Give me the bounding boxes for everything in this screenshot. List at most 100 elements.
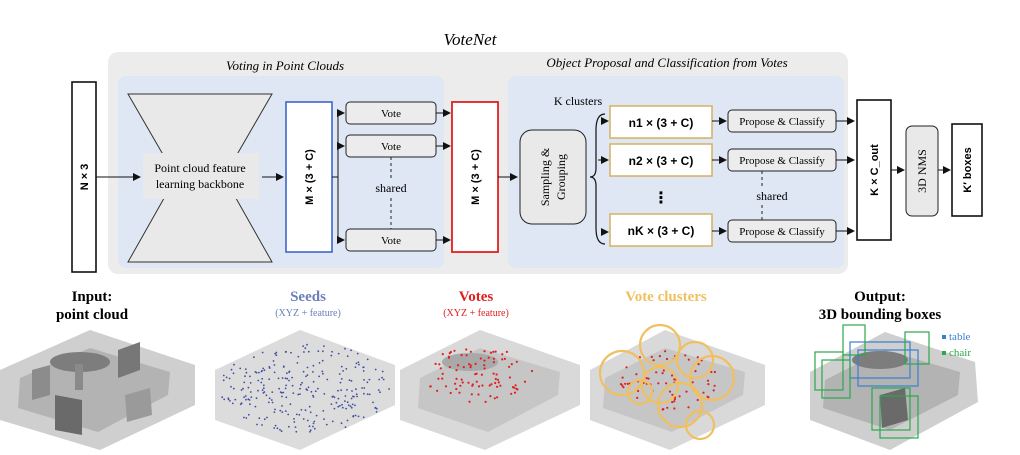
point-dot — [250, 396, 253, 398]
point-dot — [297, 393, 300, 396]
point-dot — [496, 396, 499, 399]
point-dot — [268, 366, 271, 368]
point-dot — [271, 401, 274, 404]
point-dot — [262, 387, 265, 390]
point-dot — [323, 393, 326, 395]
point-dot — [321, 359, 324, 362]
point-dot — [312, 422, 315, 425]
point-dot — [313, 427, 316, 430]
point-dot — [710, 370, 713, 374]
point-dot — [330, 403, 333, 405]
point-dot — [317, 350, 320, 353]
point-dot — [331, 420, 334, 423]
point-dot — [702, 391, 705, 394]
vote-shared-label: shared — [375, 181, 406, 195]
k-clusters-label: K clusters — [554, 94, 603, 108]
point-dot — [262, 384, 265, 387]
stage-subtitle-seeds: (XYZ + feature) — [275, 308, 341, 319]
point-dot — [516, 388, 519, 391]
point-dot — [337, 397, 340, 400]
point-dot — [490, 383, 493, 386]
point-dot — [270, 399, 273, 401]
point-dot — [363, 379, 365, 381]
point-dot — [247, 386, 250, 389]
propose-label-1: Propose & Classify — [739, 116, 825, 128]
point-dot — [375, 411, 378, 413]
cluster-circle — [656, 381, 704, 429]
point-dot — [696, 398, 699, 402]
stage-title2-output: 3D bounding boxes — [819, 307, 942, 323]
point-dot — [249, 391, 252, 393]
legend-chair-label: chair — [949, 347, 971, 359]
point-dot — [284, 387, 287, 390]
cluster-block-2 — [609, 143, 713, 177]
cluster-ellipsis: ⋮ — [653, 190, 669, 207]
point-dot — [438, 363, 441, 366]
point-dot — [477, 393, 480, 396]
point-dot — [619, 383, 623, 386]
bbox-table — [857, 349, 919, 387]
point-dot — [310, 390, 313, 393]
point-dot — [354, 414, 357, 417]
point-dot — [499, 384, 502, 387]
point-dot — [707, 383, 710, 386]
point-dot — [650, 355, 653, 358]
point-dot — [339, 404, 341, 407]
point-dot — [505, 350, 508, 353]
point-dot — [671, 393, 674, 396]
point-dot — [322, 372, 324, 375]
point-dot — [460, 354, 463, 357]
cluster-dims-1: n1 × (3 + C) — [629, 116, 694, 130]
point-dot — [225, 376, 228, 379]
point-dot — [281, 405, 283, 407]
input-label: N × 3 — [79, 164, 91, 191]
vote-label-1: Vote — [381, 108, 401, 120]
vote-label-2: Vote — [381, 141, 401, 153]
point-dot — [495, 373, 498, 376]
point-dot — [296, 362, 299, 364]
point-dot — [510, 363, 513, 366]
point-dot — [441, 377, 444, 380]
point-dot — [279, 409, 282, 412]
point-dot — [273, 427, 276, 429]
point-dot — [244, 368, 247, 370]
point-dot — [325, 423, 328, 426]
point-dot — [308, 425, 311, 428]
point-dot — [231, 402, 234, 405]
point-dot — [666, 406, 669, 409]
point-dot — [242, 387, 244, 390]
point-dot — [309, 429, 312, 432]
point-dot — [284, 351, 287, 353]
point-dot — [248, 399, 251, 401]
point-dot — [344, 395, 347, 397]
point-dot — [622, 386, 625, 389]
point-dot — [302, 345, 305, 347]
point-dot — [462, 366, 465, 369]
point-dot — [441, 372, 444, 375]
point-dot — [282, 391, 285, 394]
point-dot — [474, 362, 477, 365]
point-dot — [621, 384, 624, 387]
point-dot — [234, 398, 237, 401]
nms-label: 3D NMS — [915, 149, 929, 193]
point-dot — [292, 392, 295, 394]
point-dot — [685, 390, 688, 393]
scene-seeds — [215, 330, 395, 450]
point-dot — [273, 371, 276, 374]
point-dot — [625, 366, 628, 369]
point-dot — [489, 395, 492, 398]
point-dot — [363, 392, 365, 395]
point-dot — [308, 405, 311, 408]
point-dot — [268, 378, 271, 381]
point-dot — [671, 401, 674, 404]
point-dot — [274, 424, 277, 427]
point-dot — [305, 375, 307, 378]
point-dot — [514, 384, 517, 387]
point-dot — [256, 423, 258, 426]
point-dot — [244, 375, 246, 378]
point-dot — [458, 391, 461, 394]
point-dot — [363, 387, 366, 389]
point-dot — [299, 383, 302, 386]
point-dot — [355, 388, 357, 391]
point-dot — [481, 384, 484, 387]
